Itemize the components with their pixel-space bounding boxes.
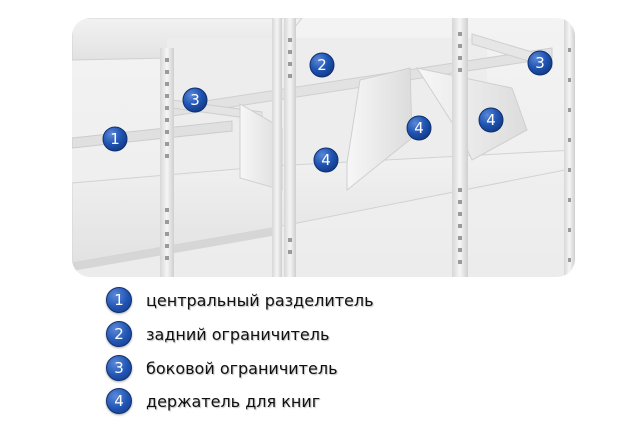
legend-label: держатель для книг [146,391,321,411]
legend-item-side-limiter: 3 боковой ограничитель [106,355,338,381]
svg-text:3: 3 [535,54,545,72]
legend-item-rear-limiter: 2 задний ограничитель [106,321,329,347]
upright-middle-a [272,18,282,277]
legend-number: 4 [114,392,124,410]
legend-badge: 4 [106,388,132,414]
svg-text:4: 4 [486,111,496,129]
legend-number: 2 [114,325,124,343]
legend-badge: 2 [106,321,132,347]
legend-badge: 1 [106,287,132,313]
upright-middle-b [284,18,296,277]
callout-badge-book-holder-2: 4 [406,115,432,141]
legend-label: боковой ограничитель [146,358,338,378]
callout-badge-side-limiter-left: 3 [182,87,208,113]
callout-badge-rear-limiter: 2 [309,52,335,78]
legend-item-book-holder: 4 держатель для книг [106,388,320,414]
svg-text:4: 4 [321,151,331,169]
svg-text:4: 4 [414,119,424,137]
svg-text:3: 3 [190,91,200,109]
upright-right [452,18,468,277]
svg-text:2: 2 [317,56,327,74]
shelving-photo: 1 2 3 3 4 4 4 [72,18,575,277]
callout-badge-book-holder-3: 4 [478,107,504,133]
shelving-illustration: 1 2 3 3 4 4 4 [72,18,575,277]
callout-badge-book-holder-1: 4 [313,147,339,173]
callout-badge-side-limiter-right: 3 [527,50,553,76]
legend-number: 3 [114,359,124,377]
callout-badge-central-divider: 1 [102,126,128,152]
perforation-holes [165,32,571,264]
legend-item-central-divider: 1 центральный разделитель [106,287,374,313]
legend-badge: 3 [106,355,132,381]
svg-text:1: 1 [110,130,120,148]
book-holder-2 [346,67,413,192]
legend-label: центральный разделитель [146,290,374,310]
upright-left [160,48,174,277]
legend-label: задний ограничитель [146,324,330,344]
legend-number: 1 [114,291,124,309]
upright-far-right [564,18,575,277]
